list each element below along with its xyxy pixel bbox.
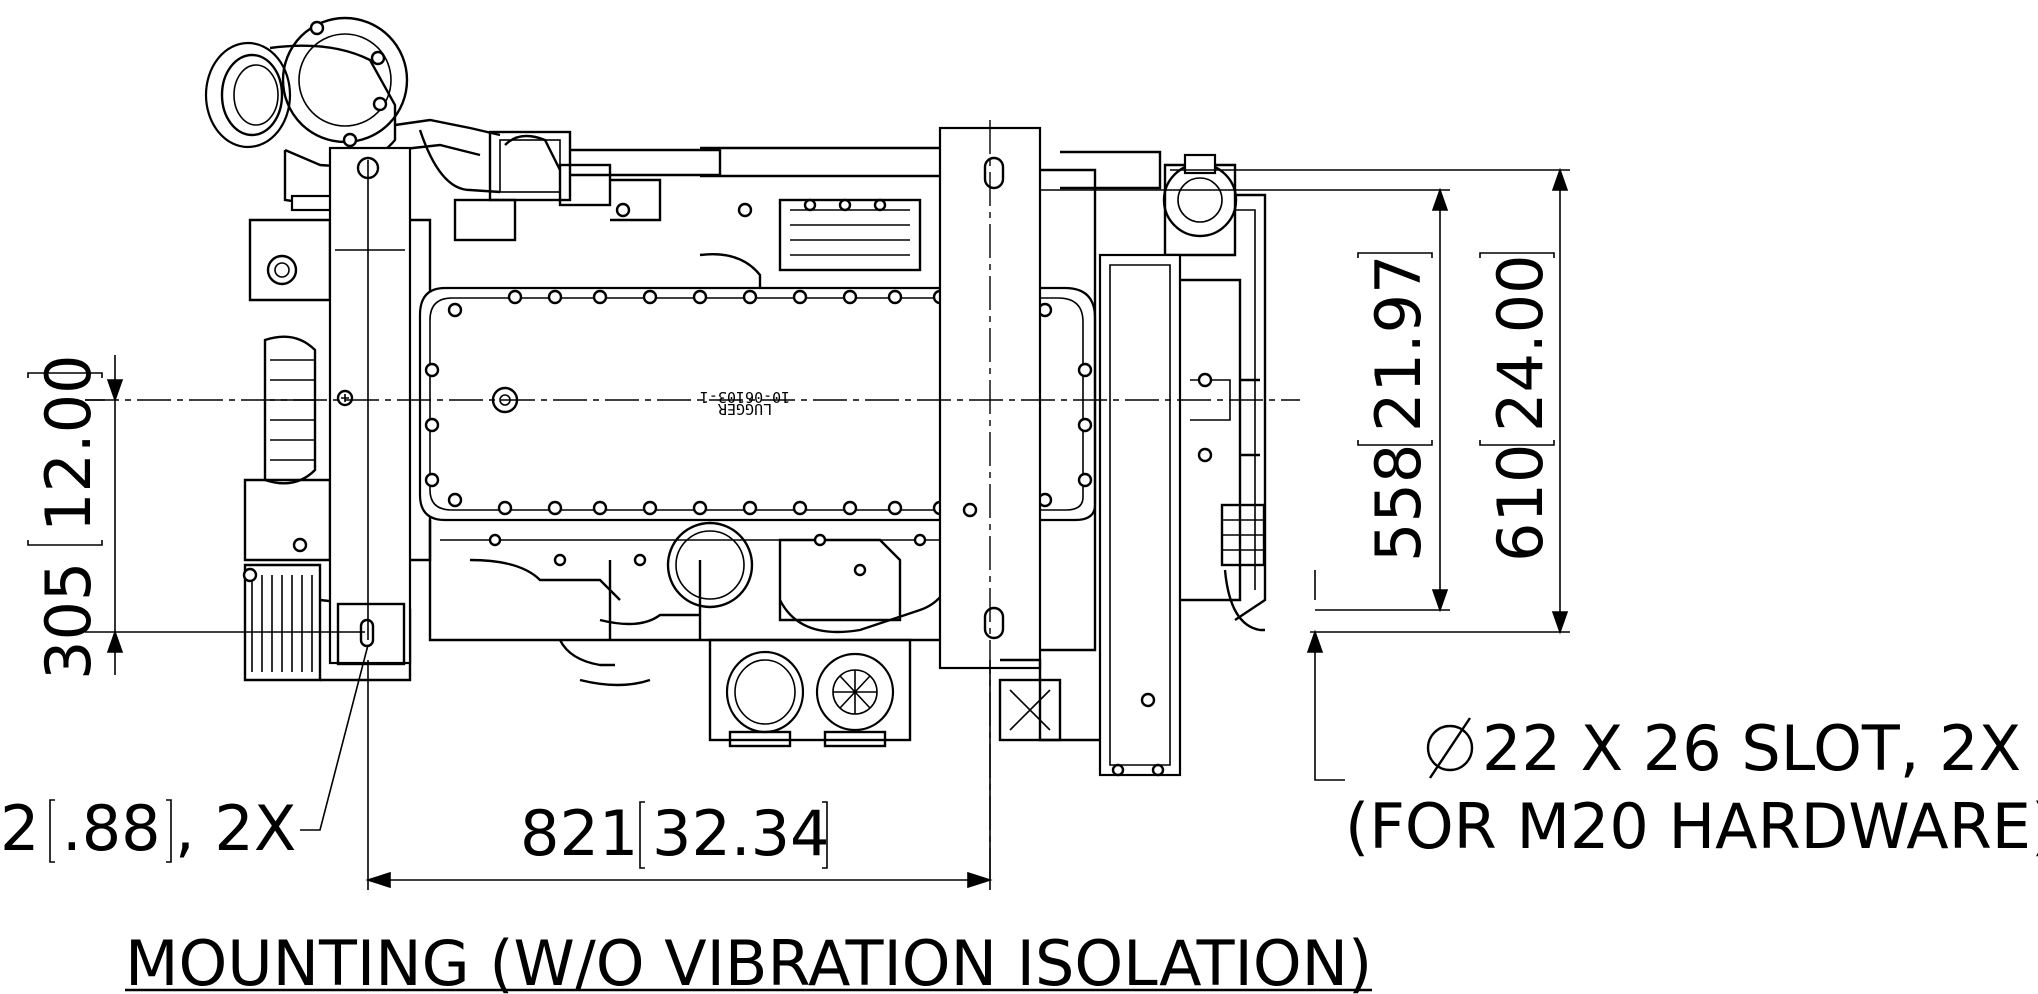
right-mount-bracket <box>938 126 1260 777</box>
nameplate: 10-06103-1 LUGGER <box>700 388 790 418</box>
title-text: MOUNTING (W/O VIBRATION ISOLATION) <box>125 927 1372 994</box>
engine-outline: 10-06103-1 LUGGER <box>85 16 1300 880</box>
dim-558-inch: 21.97 <box>1362 255 1435 433</box>
diameter-icon <box>1426 724 1474 772</box>
dimension-labels: 305 12.00 558 21.97 610 24.00 821 32.34 … <box>0 255 2038 871</box>
inch-brackets <box>27 252 1555 869</box>
dim-305-mm: 305 <box>32 562 105 680</box>
top-fittings <box>453 134 1018 290</box>
left-mount-bracket <box>328 146 432 666</box>
dim-610-inch: 24.00 <box>1484 255 1557 433</box>
filters <box>708 638 912 748</box>
dim-558-mm: 558 <box>1362 444 1435 562</box>
dimension-lines <box>85 167 1570 890</box>
diameter-slash <box>1429 717 1471 779</box>
nameplate-line1: LUGGER <box>717 400 772 418</box>
engine-block <box>428 520 962 687</box>
slot-note-line1: 22 X 26 SLOT, 2X <box>1482 712 2021 785</box>
dim-hole-mm: 2 <box>0 792 39 865</box>
nameplate-line2: 10-06103-1 <box>700 388 790 406</box>
valve-cover-bolts <box>424 289 1093 516</box>
slot-note: 22 X 26 SLOT, 2X (FOR M20 HARDWARE) <box>1345 712 2038 863</box>
dim-hole-inch: .88 <box>62 792 161 865</box>
dim-hole-qty: , 2X <box>175 792 296 865</box>
exhaust-elbow <box>204 16 409 212</box>
dim-821-inch: 32.34 <box>652 797 830 870</box>
drawing-title: MOUNTING (W/O VIBRATION ISOLATION) <box>125 927 1372 994</box>
dim-610-mm: 610 <box>1484 444 1557 562</box>
dim-305-inch: 12.00 <box>32 355 105 533</box>
dim-821-mm: 821 <box>520 797 638 870</box>
slot-note-line2: (FOR M20 HARDWARE) <box>1345 790 2038 863</box>
